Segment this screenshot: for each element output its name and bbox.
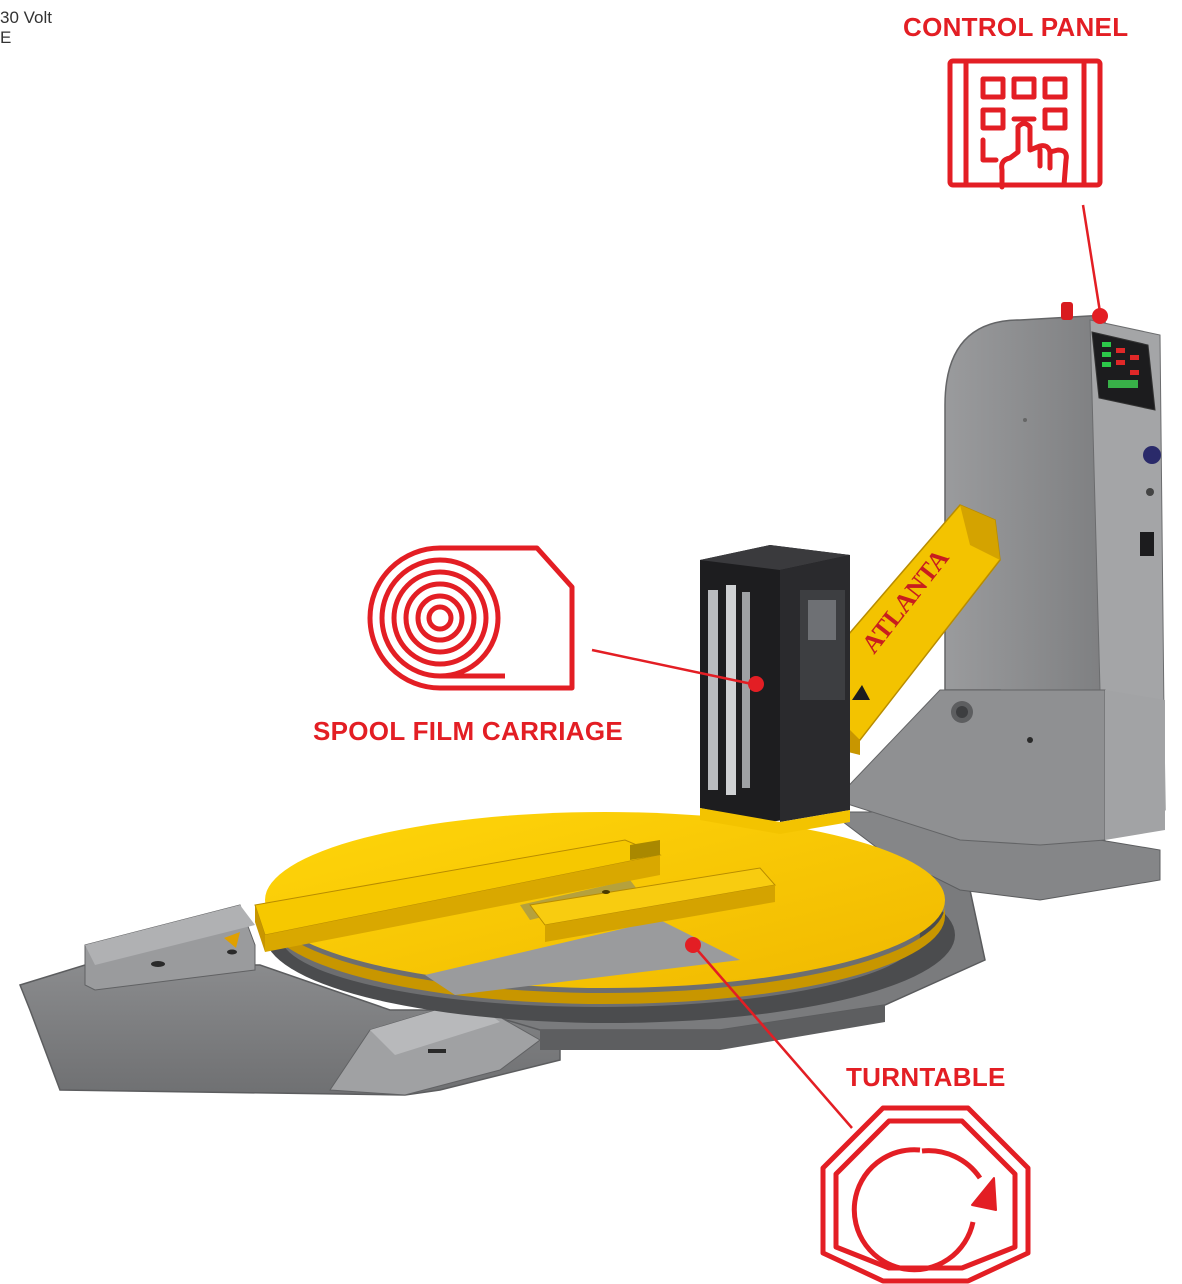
turntable-leader [692, 944, 853, 1129]
film-roll-icon [367, 545, 575, 691]
control-panel-leader [1081, 204, 1102, 313]
turntable-label: TURNTABLE [846, 1062, 1006, 1092]
spool-carriage-leader [591, 648, 753, 686]
spool-carriage-marker [748, 676, 764, 692]
corner-text-line-2: E [0, 28, 12, 47]
touch-control-panel-icon [947, 58, 1103, 190]
corner-text-line-1: 30 Volt [0, 8, 52, 27]
tower-column [834, 302, 1166, 846]
turntable-marker [685, 937, 701, 953]
rotation-octagon-icon [820, 1105, 1031, 1284]
turntable-disc [254, 812, 955, 1023]
corner-text: 30 Volt E [0, 8, 90, 48]
control-panel-label: CONTROL PANEL [903, 12, 1129, 42]
spool-carriage [700, 545, 850, 834]
spool-film-carriage-label: SPOOL FILM CARRIAGE [313, 716, 624, 746]
control-panel-marker [1092, 308, 1108, 324]
